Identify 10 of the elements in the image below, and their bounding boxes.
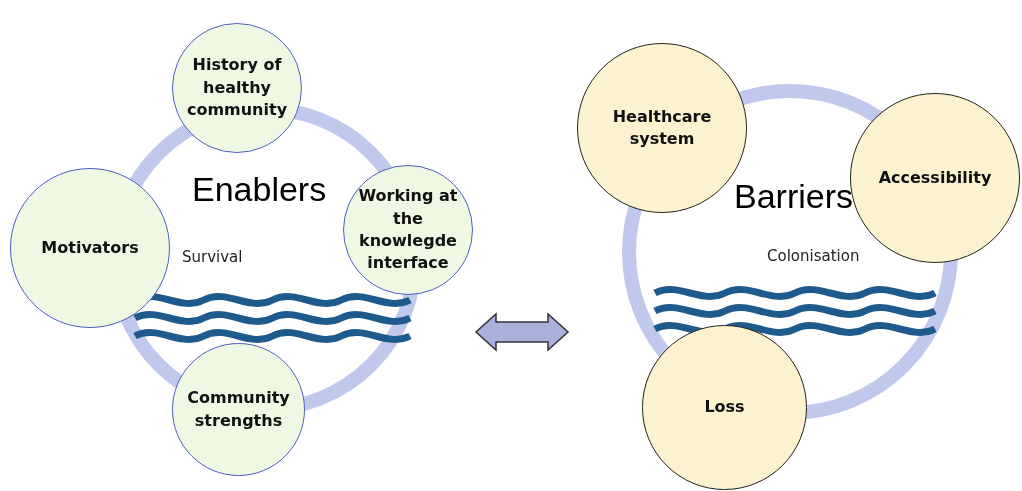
group-heading: Barriers <box>734 177 854 216</box>
double-arrow <box>474 312 570 352</box>
theme-circle: Motivators <box>10 168 170 328</box>
theme-circle: History of healthy community <box>172 23 302 153</box>
theme-circle: Working at the knowlegde interface <box>343 165 473 295</box>
theme-circle: Community strengths <box>172 343 305 476</box>
group-note: Colonisation <box>767 247 860 265</box>
theme-circle: Loss <box>642 325 807 490</box>
group-heading: Enablers <box>192 170 327 209</box>
group-note: Survival <box>182 248 243 266</box>
